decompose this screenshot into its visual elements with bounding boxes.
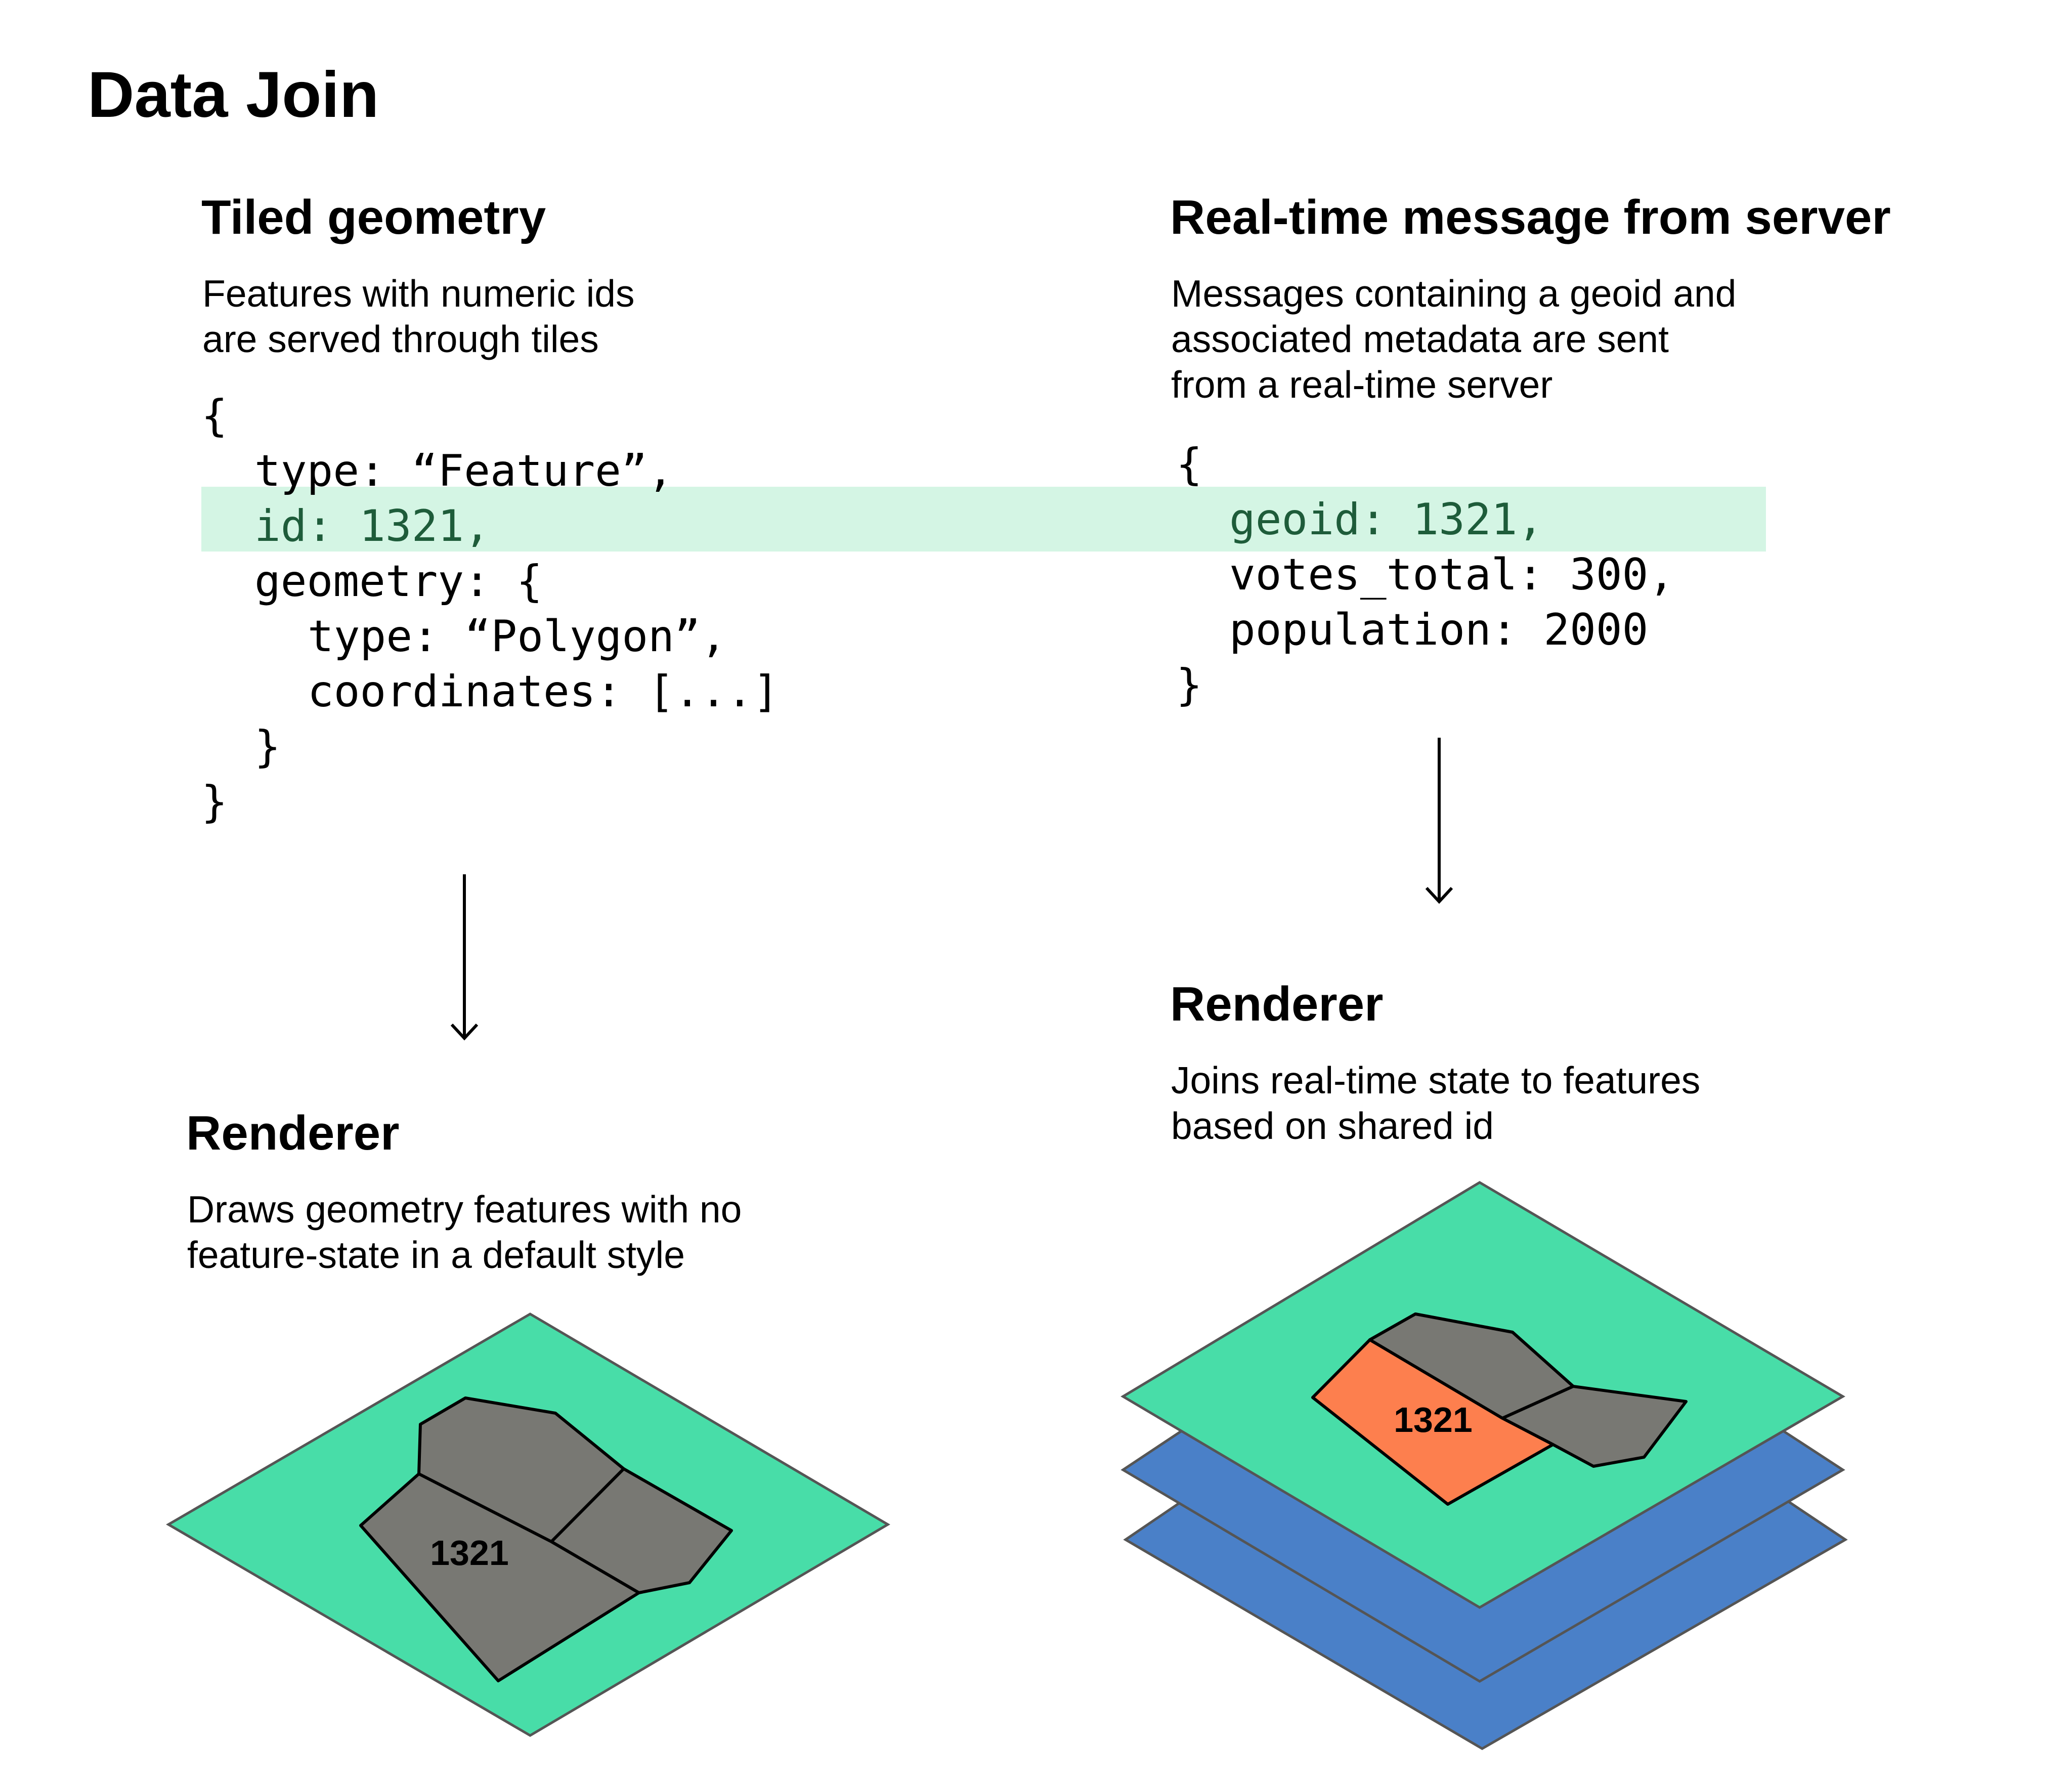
code-line: } [201, 777, 228, 827]
page-title: Data Join [88, 59, 379, 131]
shared-id-highlight [201, 487, 1766, 552]
feature-id-line: id: 1321, [254, 501, 490, 552]
right-renderer-description-line: based on shared id [1171, 1105, 1494, 1147]
realtime-message-description-line: associated metadata are sent [1171, 318, 1669, 360]
left-renderer-description-line: feature-state in a default style [187, 1234, 685, 1276]
left-flow-arrow [450, 874, 479, 1041]
realtime-message-description: Messages containing a geoid and associat… [1171, 271, 1736, 407]
code-line: type: “Feature”, [254, 446, 674, 496]
right-flow-arrow [1425, 738, 1453, 904]
right-renderer-description-line: Joins real-time state to features [1171, 1059, 1701, 1101]
left-feature-label: 1321 [430, 1533, 509, 1573]
tiled-geometry-description: Features with numeric ids are served thr… [202, 271, 634, 362]
left-renderer-description: Draws geometry features with no feature-… [187, 1186, 742, 1278]
right-feature-1321 [1311, 1338, 1555, 1506]
code-line: coordinates: [...] [308, 666, 779, 717]
tiled-geometry-heading: Tiled geometry [201, 190, 546, 244]
code-line: { [201, 391, 228, 441]
left-feature-1321 [359, 1472, 640, 1682]
code-line: } [1176, 660, 1202, 710]
left-neighbor-feature [550, 1467, 733, 1594]
code-line: population: 2000 [1229, 605, 1649, 655]
left-renderer-description-line: Draws geometry features with no [187, 1188, 742, 1231]
left-renderer-heading: Renderer [186, 1106, 400, 1160]
code-line: type: “Polygon”, [308, 611, 727, 662]
message-code-block: { geoid: 1321, votes_total: 300, populat… [1176, 437, 1674, 713]
right-renderer-description: Joins real-time state to features based … [1171, 1057, 1700, 1149]
code-line: votes_total: 300, [1229, 549, 1675, 600]
tiled-geometry-description-line: are served through tiles [202, 318, 599, 360]
right-map: 1321 [1120, 1181, 1848, 1750]
tiled-geometry-description-line: Features with numeric ids [202, 272, 635, 315]
code-line: geometry: { [254, 556, 543, 607]
right-renderer-heading: Renderer [1170, 977, 1384, 1031]
realtime-message-description-line: from a real-time server [1171, 363, 1553, 406]
left-map: 1321 [166, 1312, 890, 1737]
code-line: { [1176, 439, 1202, 490]
right-feature-label: 1321 [1394, 1400, 1473, 1439]
realtime-message-heading: Real-time message from server [1170, 190, 1891, 244]
code-line: } [254, 722, 281, 772]
feature-code-block: { type: “Feature”, id: 1321, geometry: {… [201, 389, 779, 830]
realtime-message-description-line: Messages containing a geoid and [1171, 272, 1737, 315]
message-geoid-line: geoid: 1321, [1229, 494, 1544, 545]
